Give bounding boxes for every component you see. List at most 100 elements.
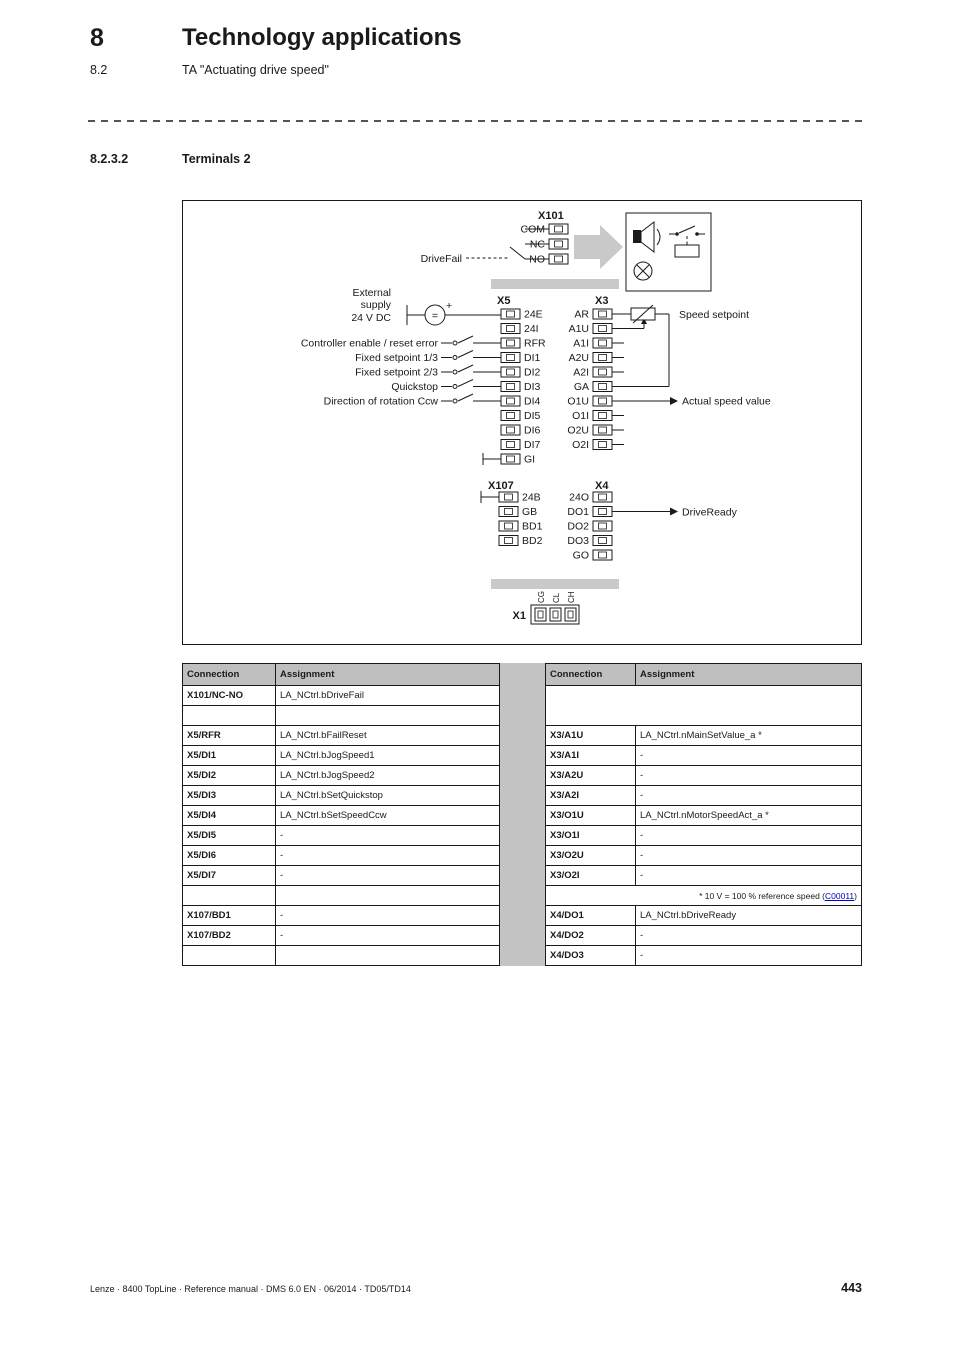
x101-terminal-label: COM: [521, 224, 546, 236]
table-row: X3/A2I-: [545, 785, 862, 806]
connection-cell: X3/O2U: [545, 845, 636, 866]
x3-terminal-label: GA: [574, 381, 589, 393]
assignment-cell: -: [275, 865, 500, 886]
table-row: X4/DO2-: [545, 925, 862, 946]
x3-terminal-label: O2I: [572, 439, 589, 451]
table-row: X3/A1I-: [545, 745, 862, 766]
assignment-cell: [275, 705, 500, 726]
connection-cell: X3/A1U: [545, 725, 636, 746]
connection-cell: X5/DI1: [182, 745, 276, 766]
section-title: TA "Actuating drive speed": [182, 63, 329, 77]
terminal-contact-icon: [598, 426, 607, 434]
terminal-contact-icon: [506, 339, 515, 347]
connection-cell: [182, 945, 276, 966]
connection-cell: X5/DI3: [182, 785, 276, 806]
terminal-contact-icon: [598, 383, 607, 390]
relay-contact-wires: [509, 228, 549, 260]
page-footer: Lenze · 8400 TopLine · Reference manual …: [90, 1281, 862, 1295]
x4-terminal-label: DO3: [567, 535, 589, 547]
assignment-cell: [275, 885, 500, 906]
dc-source-icon: [424, 304, 446, 326]
terminal-contact-icon: [537, 610, 544, 619]
table-row: X5/DI7-: [182, 865, 500, 886]
connection-cell: X3/A2U: [545, 765, 636, 786]
connection-cell: X5/DI5: [182, 825, 276, 846]
x1-title: X1: [513, 610, 526, 622]
terminal-contact-icon: [598, 412, 607, 419]
x5-terminal-label: DI6: [524, 425, 541, 437]
table-divider-strip: [500, 663, 545, 966]
assignment-cell: LA_NCtrl.bDriveReady: [635, 905, 862, 926]
contact-icon: [669, 225, 705, 258]
terminal-contact-icon: [598, 493, 607, 501]
x5-terminal-label: 24I: [524, 323, 539, 335]
x1-terminal-label: CL: [552, 592, 561, 603]
x3-terminal-label: A1I: [573, 338, 589, 350]
terminal-contact-icon: [506, 397, 515, 405]
analog-wires: [612, 304, 678, 445]
footer-text: Lenze · 8400 TopLine · Reference manual …: [90, 1284, 411, 1294]
terminal-contact-icon: [506, 441, 515, 448]
connection-cell: X5/DI6: [182, 845, 276, 866]
terminal-contact-icon: [567, 610, 574, 619]
x5-terminal-label: RFR: [524, 338, 546, 350]
footnote-text: * 10 V = 100 % reference speed (: [699, 890, 825, 901]
column-header-assignment: Assignment: [635, 663, 862, 686]
connection-cell: X3/O2I: [545, 865, 636, 886]
assignment-cell: LA_NCtrl.bSetSpeedCcw: [275, 805, 500, 826]
x107-supply-wire: [480, 491, 499, 503]
drive-ready-label: DriveReady: [682, 507, 738, 519]
terminal-contact-icon: [554, 255, 563, 263]
connection-cell: [182, 885, 276, 906]
assignment-cell: -: [275, 925, 500, 946]
footnote-link[interactable]: C00011: [825, 890, 855, 901]
table-row: X3/O2U-: [545, 845, 862, 866]
x107-terminal-label: BD2: [522, 535, 543, 547]
connection-cell: [182, 705, 276, 726]
input-label: Quickstop: [391, 381, 438, 393]
x107-title: X107: [488, 480, 514, 492]
wiring-diagram: DriveFail X101 External supply 24 V DC =…: [301, 210, 771, 625]
speed-setpoint-label: Speed setpoint: [679, 309, 749, 321]
table-row: [182, 945, 500, 966]
x5-terminal-label: 24E: [524, 309, 543, 321]
footnote-cell: * 10 V = 100 % reference speed (C00011): [545, 885, 862, 906]
separator-band: [491, 279, 619, 289]
connection-cell: X107/BD1: [182, 905, 276, 926]
terminal-contact-icon: [504, 508, 513, 515]
chapter-number: 8: [90, 24, 104, 52]
assignment-cell: -: [635, 785, 862, 806]
x3-terminal-label: A2I: [573, 367, 589, 379]
drive-fail-label: DriveFail: [421, 253, 462, 265]
table-row: X107/BD2-: [182, 925, 500, 946]
input-label: Fixed setpoint 1/3: [355, 352, 438, 364]
assignment-cell: -: [275, 825, 500, 846]
table-row: X5/DI5-: [182, 825, 500, 846]
x5-terminal-label: DI3: [524, 381, 541, 393]
connection-cell: X101/NC-NO: [182, 685, 276, 706]
horn-icon: [633, 220, 661, 254]
terminal-contact-icon: [506, 310, 515, 318]
terminal-contact-icon: [598, 325, 607, 332]
terminal-contact-icon: [504, 537, 513, 544]
dc-source-symbol: =: [432, 310, 438, 322]
x5-terminal-label: GI: [524, 454, 535, 466]
x4-terminal-label: DO1: [567, 506, 589, 518]
terminal-contact-icon: [554, 225, 563, 233]
assignment-cell: -: [635, 825, 862, 846]
x4-terminal-label: GO: [573, 550, 589, 562]
connection-cell: X5/DI2: [182, 765, 276, 786]
terminal-contact-icon: [554, 240, 563, 248]
assignment-cell: -: [635, 765, 862, 786]
terminal-contact-icon: [506, 368, 515, 376]
terminal-contact-icon: [598, 339, 607, 347]
assignment-cell: LA_NCtrl.nMotorSpeedAct_a *: [635, 805, 862, 826]
actual-speed-value-label: Actual speed value: [682, 396, 771, 408]
